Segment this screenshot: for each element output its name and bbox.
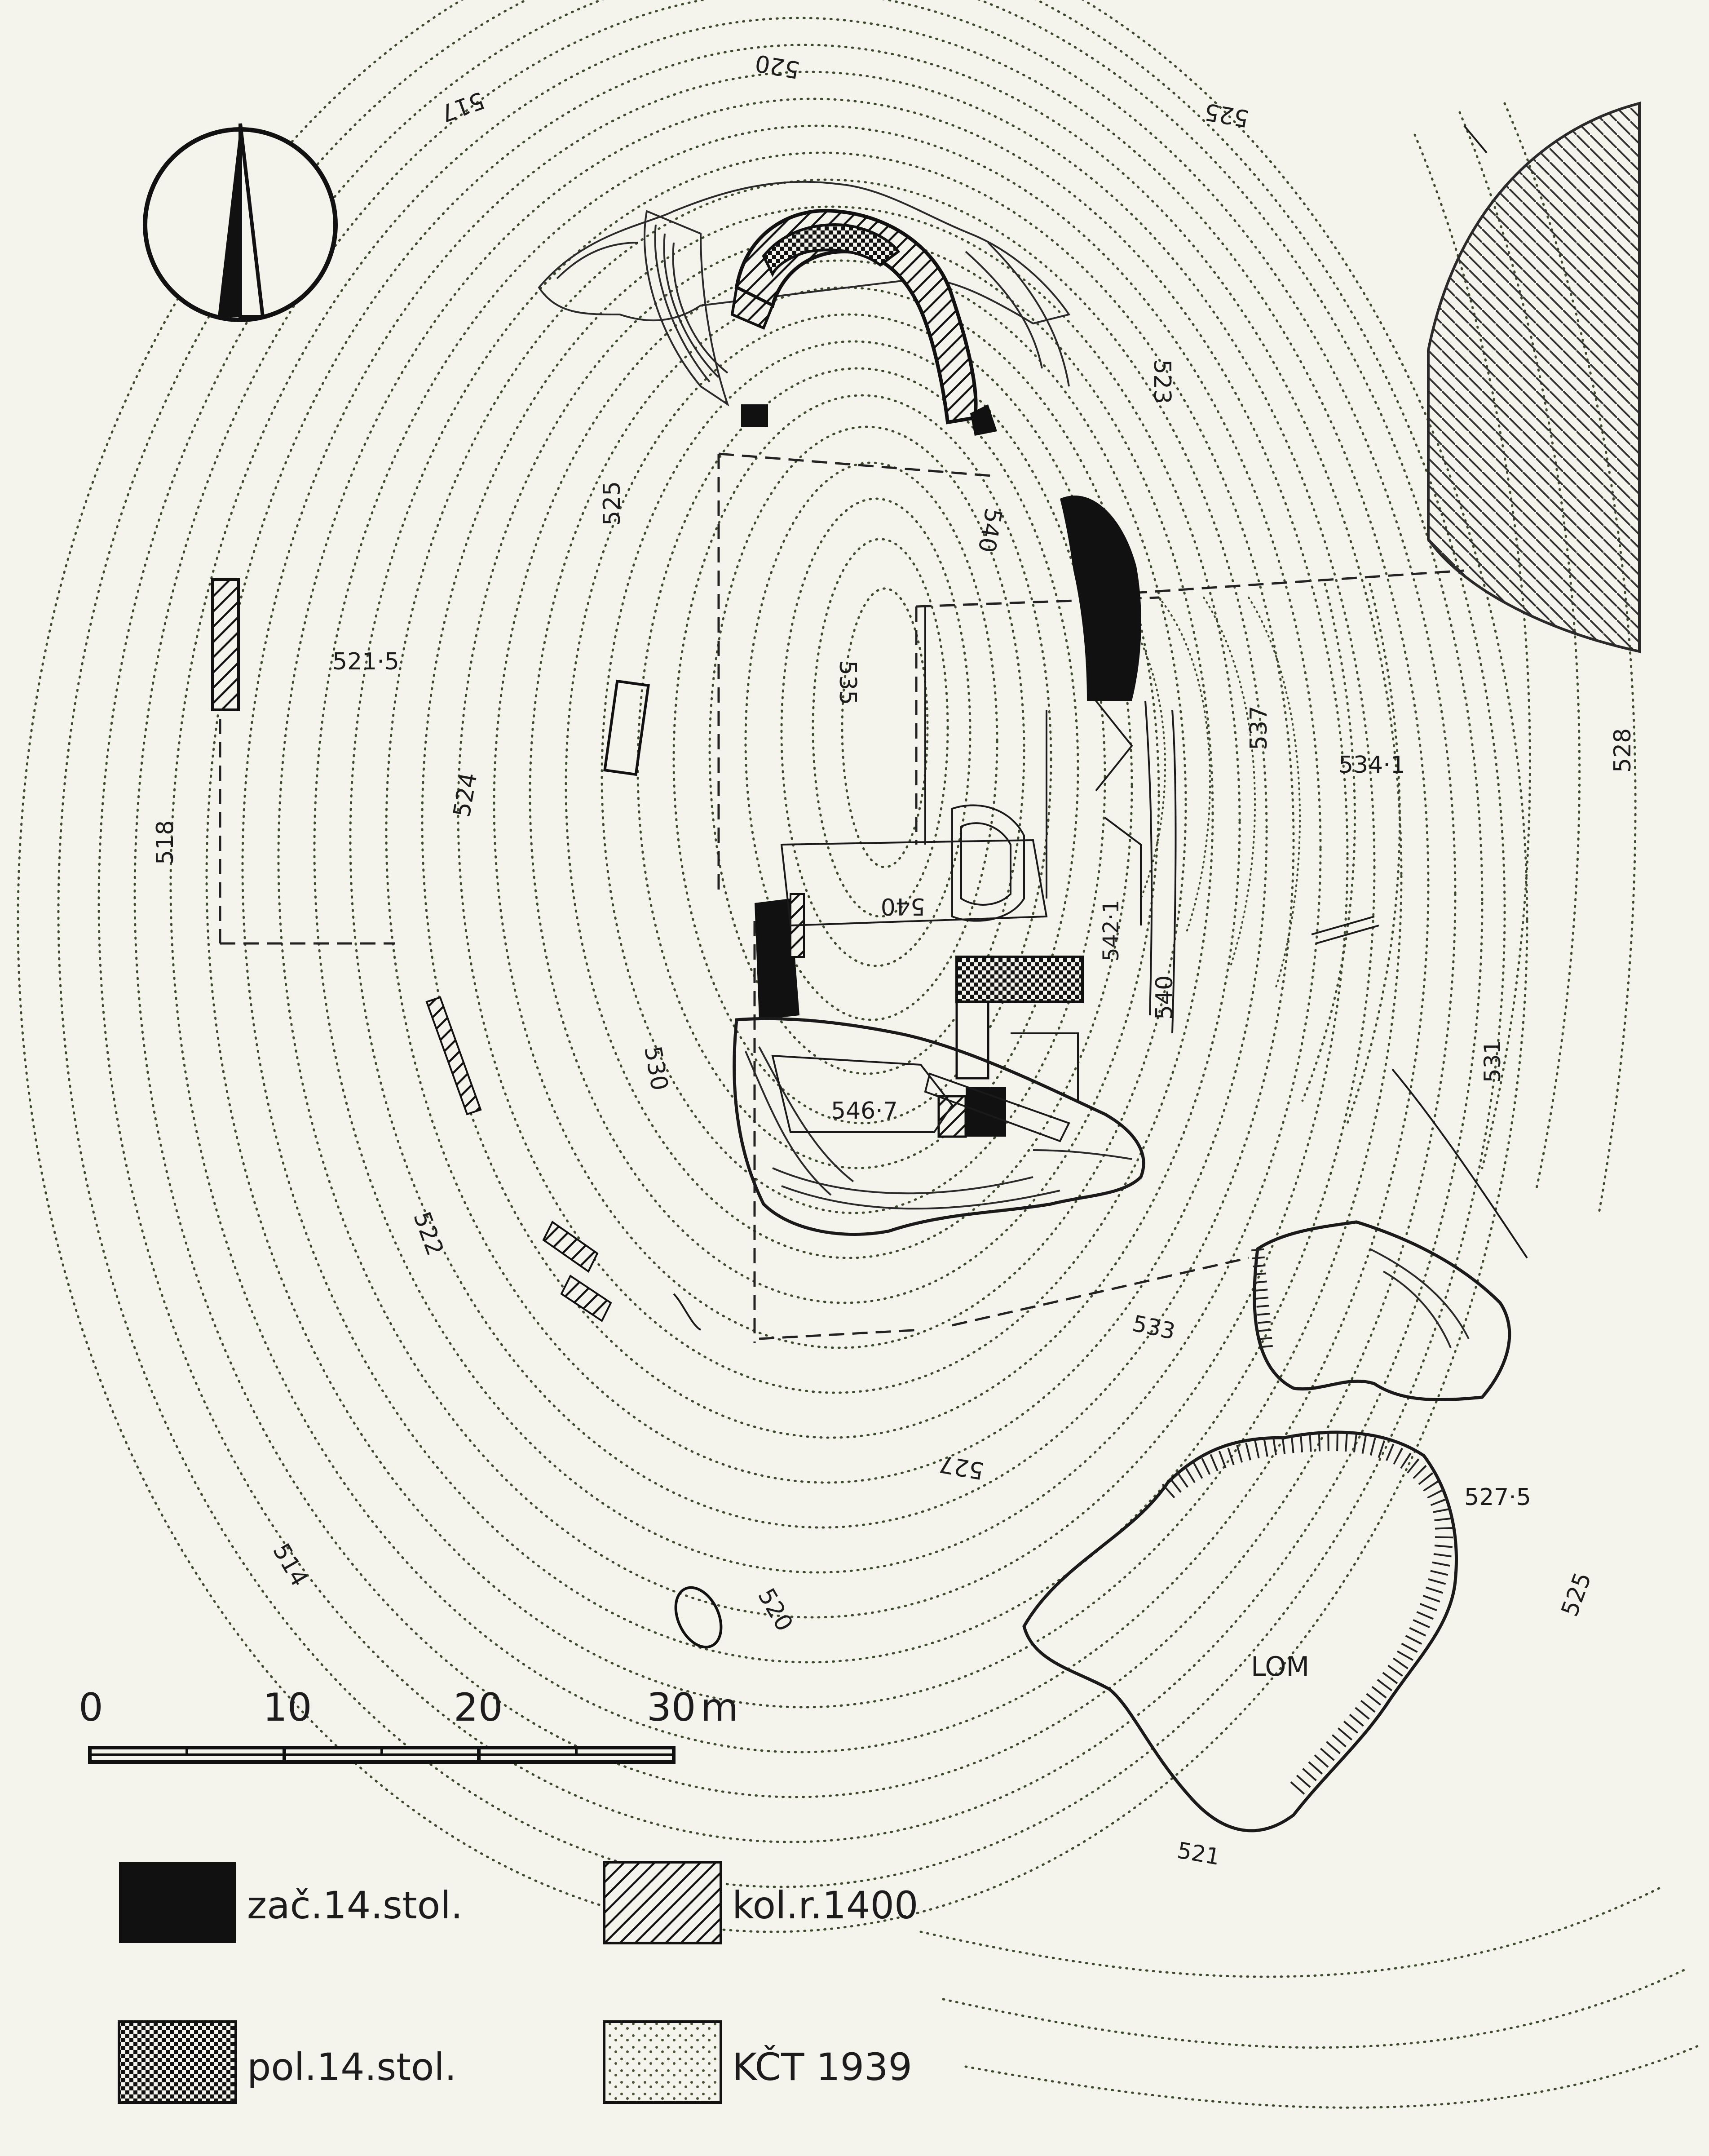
legend-swatch-hatch [603,1861,722,1944]
courtyard-structures [780,607,1177,1101]
survey-lines [219,452,1465,1343]
legend-swatch-crosshatch [118,2020,237,2104]
elevation-label: 540 [1151,975,1178,1020]
elevation-label: 520 [753,49,802,83]
scale-unit: m [701,1685,738,1730]
elevation-label: 546·7 [831,1098,898,1124]
slope-hachure-northeast [1427,102,1641,653]
elevation-label: 517 [437,86,488,127]
wall-mid-14th-century [955,956,1084,1080]
scale-tick-0: 0 [79,1685,103,1730]
north-tower [730,209,978,425]
elevation-label: 540 [972,506,1007,554]
elevation-label: 527·5 [1464,1484,1531,1511]
scale-tick-10: 10 [263,1685,312,1730]
scale-tick-20: 20 [454,1685,503,1730]
elevation-label: 535 [834,660,861,705]
elevation-label: 537 [1245,706,1272,750]
legend-item-early-14th: zač.14.stol. [119,1862,463,1943]
legend-swatch-dotted [603,2020,722,2104]
legend-label: pol.14.stol. [247,2045,456,2089]
legend-label: zač.14.stol. [247,1883,463,1927]
scale-bar: 0 10 20 30 m [79,1685,738,1764]
elevation-label: 523 [1148,359,1175,404]
legend-swatch-solid [119,1862,236,1943]
elevation-label: 540 [881,893,925,920]
legend-item-kct-1939: KČT 1939 [603,2020,912,2104]
rock-outcrop-north [538,181,1071,407]
quarry-label: LOM [1251,1651,1309,1682]
quarry: LOM [1022,1430,1458,1833]
elevation-label: 530 [639,1044,673,1093]
scale-tick-30: 30 [647,1685,696,1730]
legend: zač.14.stol. kol.r.1400 pol.14.stol. KČT… [118,1861,918,2104]
elevation-label: 533 [1130,1310,1177,1345]
elevation-label: 514 [267,1539,313,1591]
elevation-label: 524 [448,770,482,819]
legend-label: KČT 1939 [732,2045,912,2089]
contour-lines [17,0,1704,2109]
rock-outcrop-south [733,1017,1145,1236]
elevation-label: 518 [152,820,179,865]
elevation-label: 525 [1202,97,1251,132]
elevation-label: 527 [937,1450,986,1484]
elevation-label: 521 [1175,1837,1222,1870]
elevation-label: 531 [1479,1040,1506,1083]
rock-outcrop-southeast [1251,1220,1511,1402]
elevation-label: 528 [1609,728,1636,773]
elevation-label: 521·5 [332,648,399,675]
elevation-label: 522 [408,1208,448,1259]
legend-item-mid-14th: pol.14.stol. [118,2020,456,2104]
elevation-label: 520 [752,1584,798,1636]
elevation-label: 525 [1556,1569,1597,1620]
wall-early-14th-century [741,404,1141,1137]
elevation-label: 534·1 [1338,752,1405,779]
legend-item-around-1400: kol.r.1400 [603,1861,918,1944]
elevation-label: 525 [599,481,626,526]
north-arrow-icon [143,123,338,322]
elevation-labels: 520 517 525 523 521·5 525 518 524 535 54… [152,49,1636,1870]
minor-features [603,125,1528,1649]
elevation-label: 542·1 [1099,900,1124,961]
legend-label: kol.r.1400 [732,1883,918,1927]
